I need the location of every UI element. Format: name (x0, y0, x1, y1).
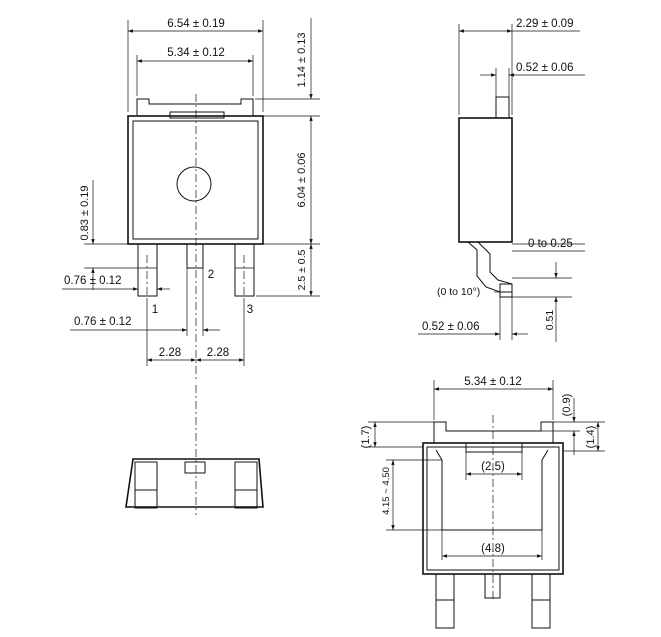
dim-side-foot-height: 0.51 (544, 310, 556, 331)
bottom-slot (465, 442, 523, 453)
package-body (127, 115, 264, 245)
bottom-view: 5.34 ± 0.12 (0.9) (1.4) (1.7) 4.15 ~ 4.5… (360, 376, 605, 629)
lead-2 (186, 243, 204, 269)
front-center-lead (184, 461, 206, 474)
bottom-lead-center (484, 573, 501, 599)
dim-side-lead-thickness: 0.52 ± 0.06 (422, 321, 479, 333)
dim-lead-length: 2.5 ± 0.5 (296, 249, 308, 290)
dim-bottom-top-notch: (0.9) (561, 394, 573, 417)
bottom-pad (441, 460, 543, 531)
pin-label-3: 3 (247, 304, 253, 316)
dim-side-bend-angle: (0 to 10°) (437, 286, 480, 298)
mold-hole-circle (176, 166, 212, 202)
side-view: 2.29 ± 0.09 0.52 ± 0.06 0 to 0.25 0.51 (… (418, 18, 585, 342)
dim-overall-width: 6.54 ± 0.19 (167, 18, 224, 30)
pin-label-2: 2 (208, 269, 214, 281)
dim-side-tab-thickness: 0.52 ± 0.06 (516, 62, 573, 74)
lead-1 (137, 243, 158, 297)
dim-lead-standoff: 0.83 ± 0.19 (79, 186, 91, 241)
dim-bottom-tab-width: 5.34 ± 0.12 (464, 376, 521, 388)
bottom-lead-right (531, 573, 551, 629)
front-lead-right (234, 461, 258, 509)
pin-label-1: 1 (152, 304, 158, 316)
dim-tab-width: 5.34 ± 0.12 (167, 47, 224, 59)
front-body (125, 458, 264, 508)
dim-bottom-slot-width: (2.5) (481, 461, 505, 473)
dim-body-height: 6.04 ± 0.06 (296, 153, 308, 208)
lead-3 (234, 243, 255, 297)
dim-pitch-right: 2.28 (207, 347, 229, 359)
dim-side-standoff: 0 to 0.25 (528, 238, 573, 250)
bottom-lead-left (435, 573, 455, 629)
dim-bottom-left-height: (1.7) (360, 426, 372, 449)
front-lead-left (134, 461, 158, 509)
dim-bottom-inner-width: (4.8) (481, 543, 505, 555)
top-view: 6.54 ± 0.19 5.34 ± 0.12 1.14 ± 0.13 6.04… (62, 18, 320, 515)
side-lead-bottom (477, 241, 513, 285)
dim-side-thickness: 2.29 ± 0.09 (516, 18, 573, 30)
dim-center-lead-width: 0.76 ± 0.12 (74, 316, 131, 328)
package-body-inner (132, 120, 259, 240)
dim-bottom-right-height: (1.4) (585, 426, 597, 449)
dim-tab-height: 1.14 ± 0.13 (296, 33, 308, 88)
dim-pitch-left: 2.28 (159, 347, 181, 359)
dim-lead-width: 0.76 ± 0.12 (64, 275, 121, 287)
side-tab (495, 96, 510, 119)
bottom-tab (433, 421, 554, 443)
side-lead-foot (499, 283, 513, 298)
front-view (125, 458, 264, 509)
mounting-tab (136, 98, 254, 116)
dim-bottom-pad-height: 4.15 ~ 4.50 (381, 467, 392, 515)
side-body (458, 117, 513, 243)
tab-slot (169, 111, 225, 119)
